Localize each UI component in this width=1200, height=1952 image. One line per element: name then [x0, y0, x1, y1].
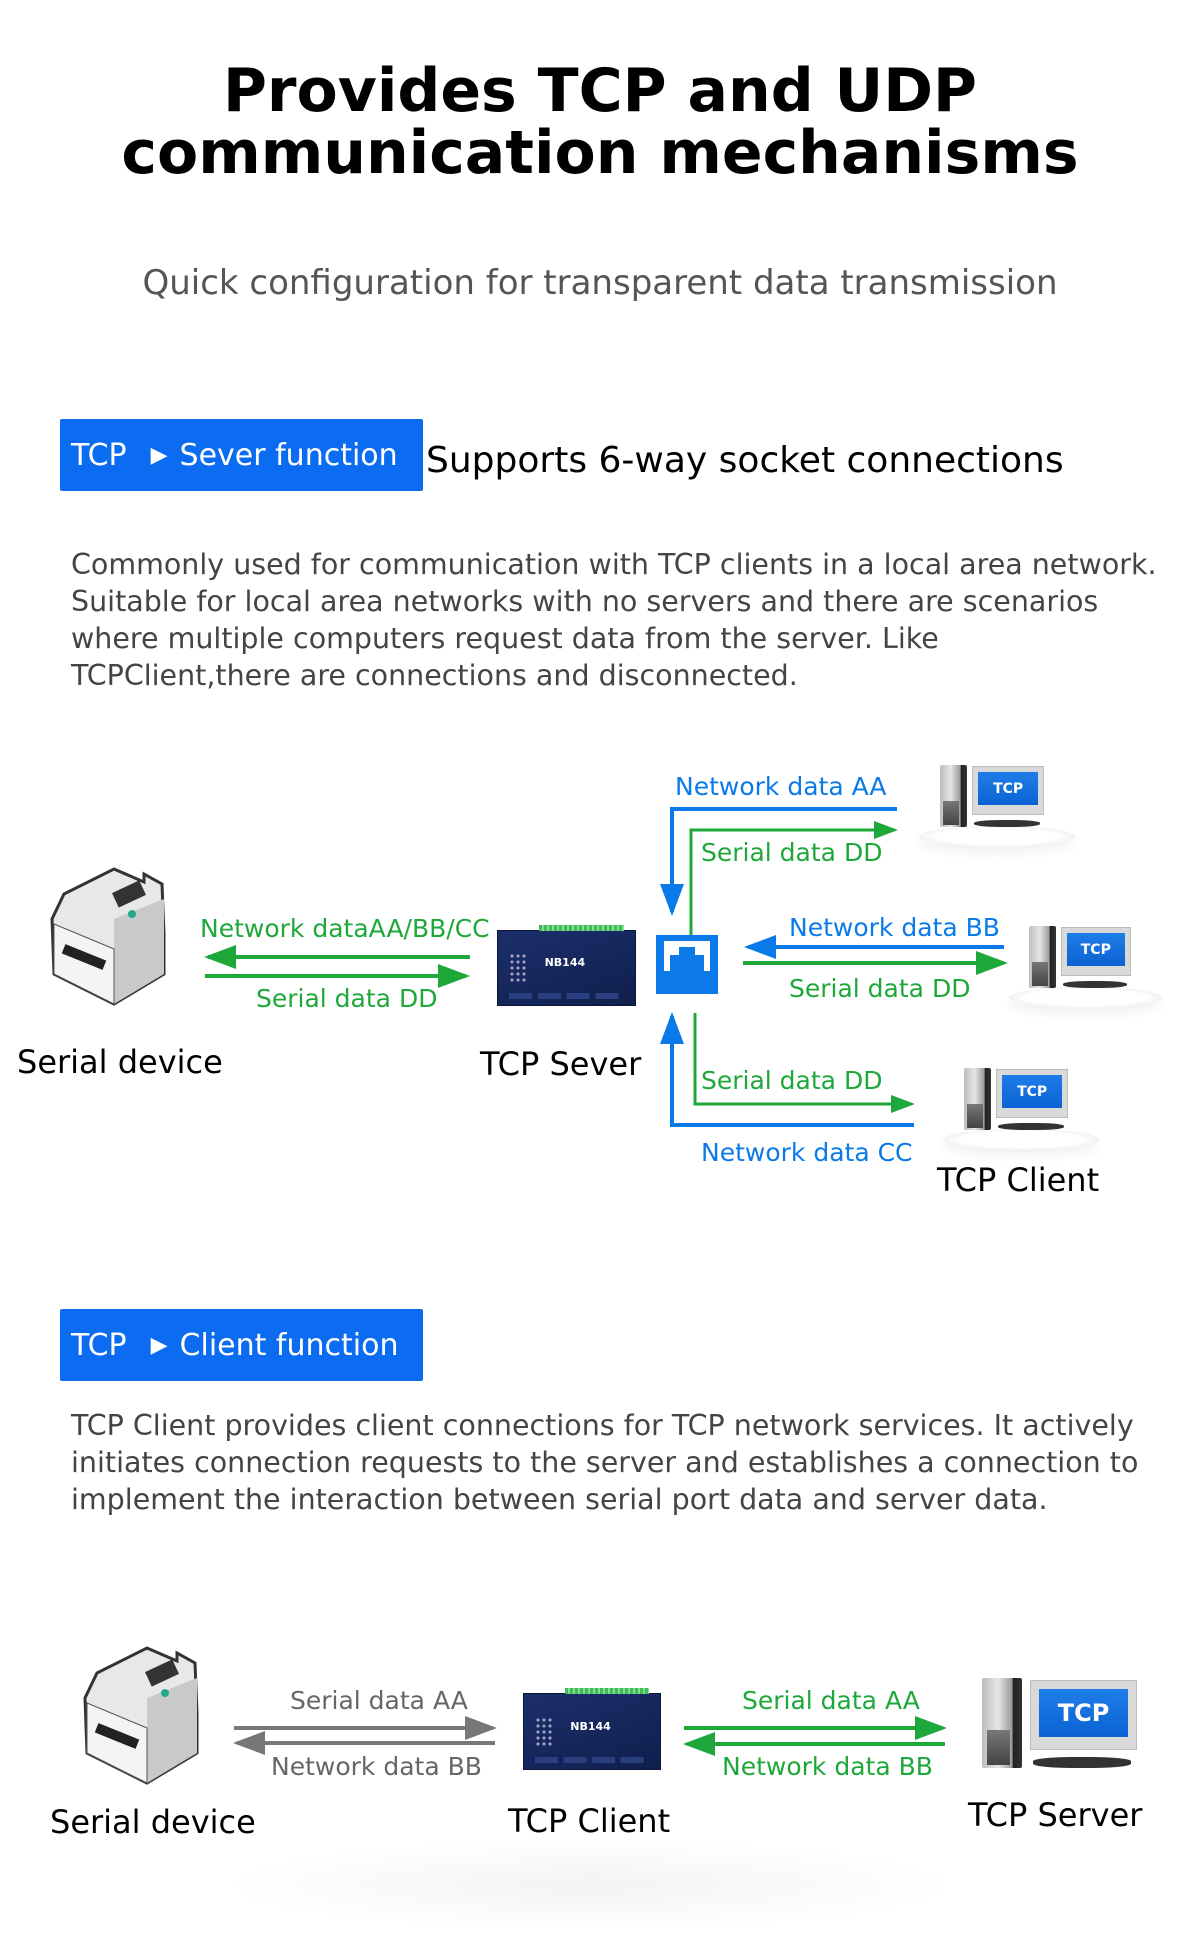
tcp-server-label: TCP Sever	[480, 1045, 642, 1083]
label-top-serial: Serial data DD	[701, 838, 883, 867]
arrow-top-network	[660, 807, 897, 916]
serial-device-label: Serial device	[50, 1803, 256, 1841]
title-line-2: communication mechanisms	[121, 118, 1079, 188]
terminal-pins	[539, 925, 625, 931]
tcp-client-label: TCP Client	[937, 1161, 1100, 1199]
section-heading: Supports 6-way socket connections	[426, 440, 1064, 481]
network-switch-icon	[656, 935, 718, 994]
label-top-network: Network data AA	[675, 772, 887, 801]
server-function-badge: TCP ▶ Sever function	[60, 419, 423, 491]
tcp-server-computer-icon: TCP	[982, 1678, 1137, 1768]
tcp-client-computer-icon: TCP	[919, 765, 1076, 847]
tcp-client-computer-icon: TCP	[1008, 926, 1162, 1008]
led-indicators	[534, 1716, 554, 1747]
label-left-network: Network data BB	[271, 1752, 482, 1781]
badge-label: Client function	[179, 1327, 399, 1363]
label-right-serial: Serial data AA	[742, 1686, 920, 1715]
tcp-server-label: TCP Server	[968, 1796, 1143, 1834]
ground-shadow	[220, 1840, 960, 1930]
tcp-client-label: TCP Client	[508, 1802, 671, 1840]
play-arrow-icon: ▶	[150, 1332, 168, 1358]
serial-ports	[508, 993, 625, 1000]
page-subtitle: Quick configuration for transparent data…	[142, 263, 1058, 303]
screen-text: TCP	[1038, 1688, 1129, 1737]
device-logo: NB144	[544, 956, 586, 970]
play-arrow-icon: ▶	[150, 442, 168, 468]
arrow-bottom-network	[660, 1012, 914, 1127]
page-title: Provides TCP and UDP communication mecha…	[0, 60, 1200, 184]
screen-text: TCP	[1066, 933, 1125, 967]
serial-device-printer-icon	[50, 867, 166, 1006]
arrow-bottom-serial	[693, 1013, 915, 1113]
terminal-pins	[564, 1688, 650, 1694]
tcp-server-device: NB144	[497, 925, 636, 1006]
arrow-top-serial	[689, 821, 898, 935]
label-left-serial: Serial data DD	[256, 984, 438, 1013]
label-bottom-serial: Serial data DD	[701, 1066, 883, 1095]
badge-prefix: TCP	[71, 1327, 127, 1363]
screen-text: TCP	[978, 772, 1038, 806]
badge-prefix: TCP	[71, 437, 127, 473]
server-description: Commonly used for communication with TCP…	[71, 548, 1157, 692]
serial-device-printer-icon	[83, 1646, 199, 1785]
label-bottom-network: Network data CC	[701, 1138, 913, 1167]
label-right-network: Network data BB	[722, 1752, 933, 1781]
screen-text: TCP	[1002, 1075, 1062, 1109]
tcp-client-device: NB144	[523, 1688, 661, 1770]
label-mid-serial: Serial data DD	[789, 974, 971, 1003]
led-indicators	[508, 953, 529, 983]
label-left-serial: Serial data AA	[290, 1686, 468, 1715]
device-logo: NB144	[570, 1719, 611, 1733]
serial-device-label: Serial device	[17, 1043, 223, 1081]
badge-label: Sever function	[179, 437, 398, 473]
tcp-client-computer-icon: TCP	[943, 1068, 1100, 1150]
client-description: TCP Client provides client connections f…	[71, 1409, 1139, 1516]
label-left-network: Network dataAA/BB/CC	[200, 914, 490, 943]
serial-ports	[534, 1757, 650, 1763]
title-line-1: Provides TCP and UDP	[222, 56, 978, 126]
label-mid-network: Network data BB	[789, 913, 1000, 942]
client-function-badge: TCP ▶ Client function	[60, 1309, 423, 1381]
